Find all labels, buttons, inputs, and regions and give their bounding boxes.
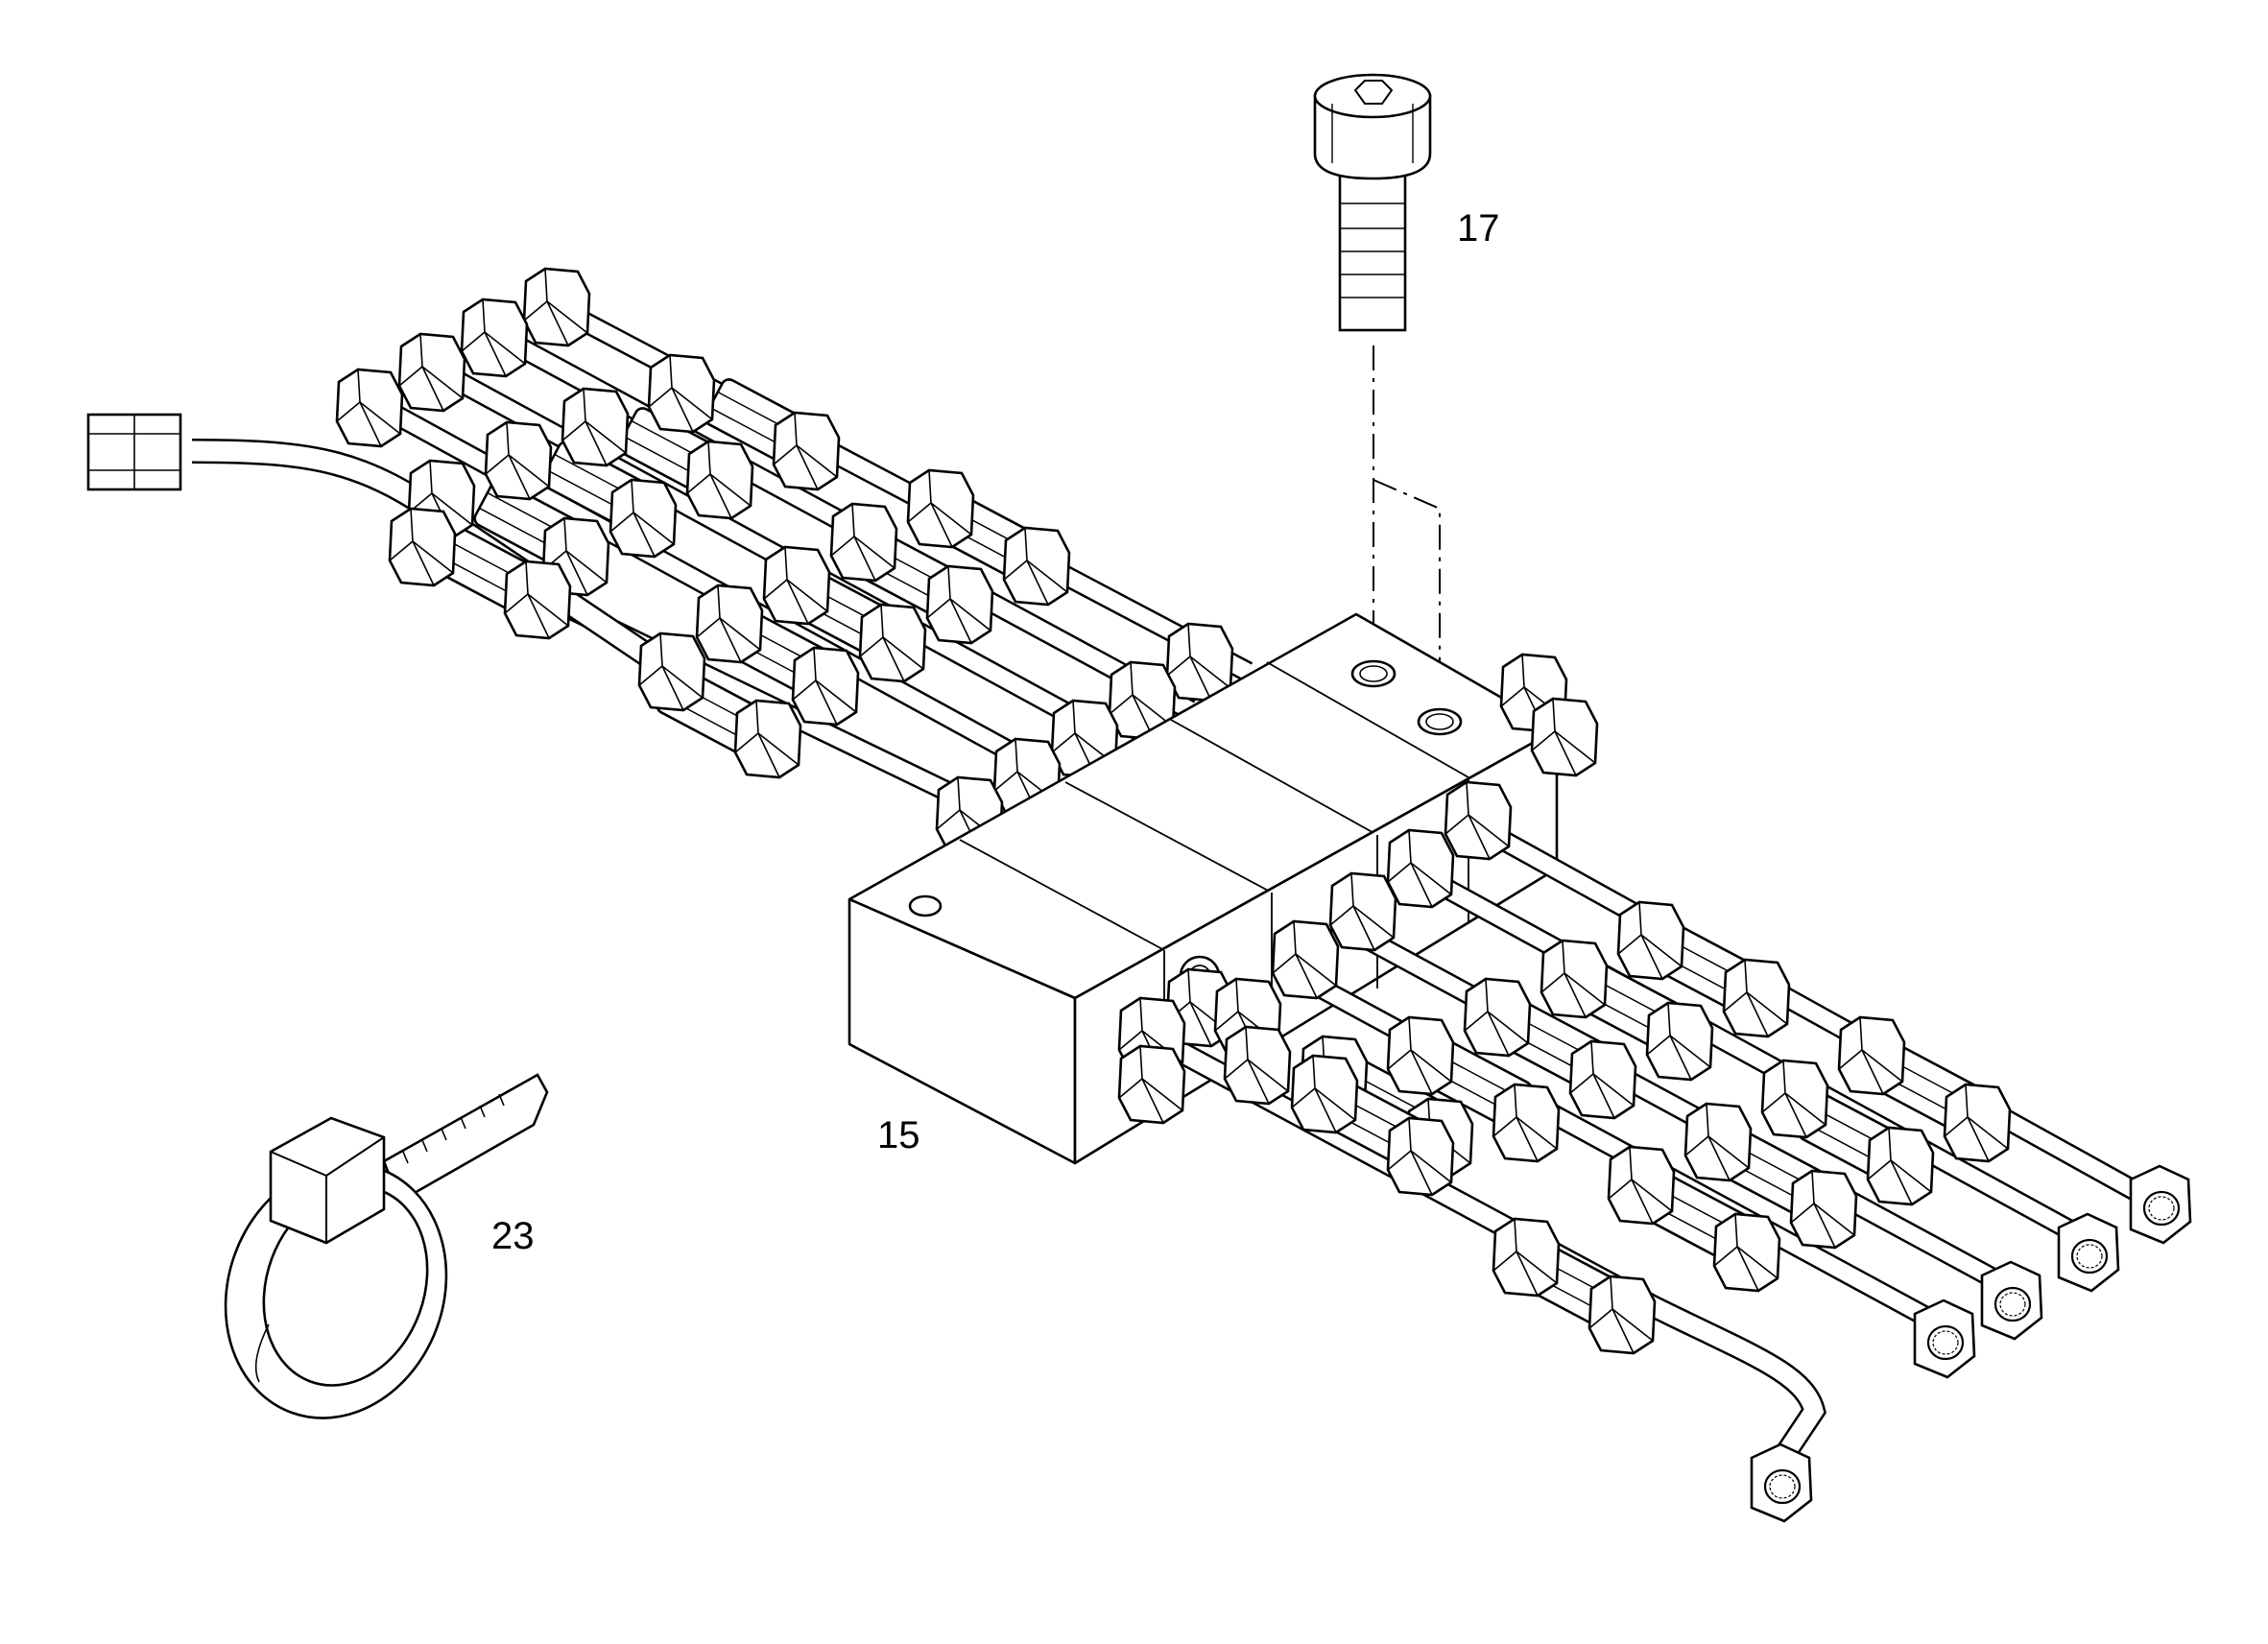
upper-left-tube-bundle xyxy=(86,267,1253,856)
callout-bolt: 17 xyxy=(1457,207,1500,250)
center-lines xyxy=(1373,345,1441,720)
lower-right-tube-bundle xyxy=(1117,780,2192,1523)
callout-distributor-block: 15 xyxy=(877,1114,920,1156)
socket-head-bolt xyxy=(1313,73,1432,332)
cable-tie xyxy=(224,1073,549,1419)
callout-cable-tie: 23 xyxy=(491,1215,535,1257)
